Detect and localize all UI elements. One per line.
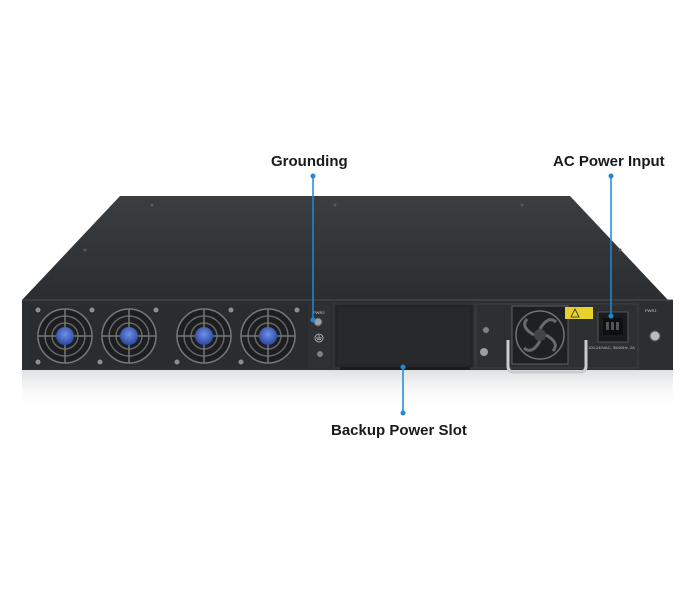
top-rivets (83, 203, 622, 252)
pwr2-label: PWR2 (313, 310, 325, 315)
floor-reflection (22, 370, 673, 410)
grounding-label: Grounding (271, 153, 348, 170)
chassis-top (22, 196, 668, 300)
fan-icon (240, 308, 296, 364)
psu-rating-label: 100-240VAC, 50/60Hz, 2A (588, 345, 635, 350)
ac-power-input-label: AC Power Input (553, 153, 665, 170)
callout-lines (310, 173, 614, 416)
ground-icon (314, 333, 324, 343)
fan-screws (35, 307, 300, 365)
fan-icon (37, 308, 93, 364)
power-socket-icon (597, 311, 629, 343)
grounding-terminal: PWR2 (308, 305, 330, 367)
fan-icon (101, 308, 157, 364)
fan-tray (30, 305, 308, 367)
psu-thumbscrew (649, 330, 661, 342)
power-supply-unit: 100-240VAC, 50/60Hz, 2A (475, 303, 639, 374)
pwr1-label: PWR1 (645, 308, 657, 313)
backup-power-slot-label: Backup Power Slot (331, 422, 467, 439)
backup-power-slot (333, 303, 475, 370)
warning-icon (565, 307, 593, 319)
fan-icon (176, 308, 232, 364)
